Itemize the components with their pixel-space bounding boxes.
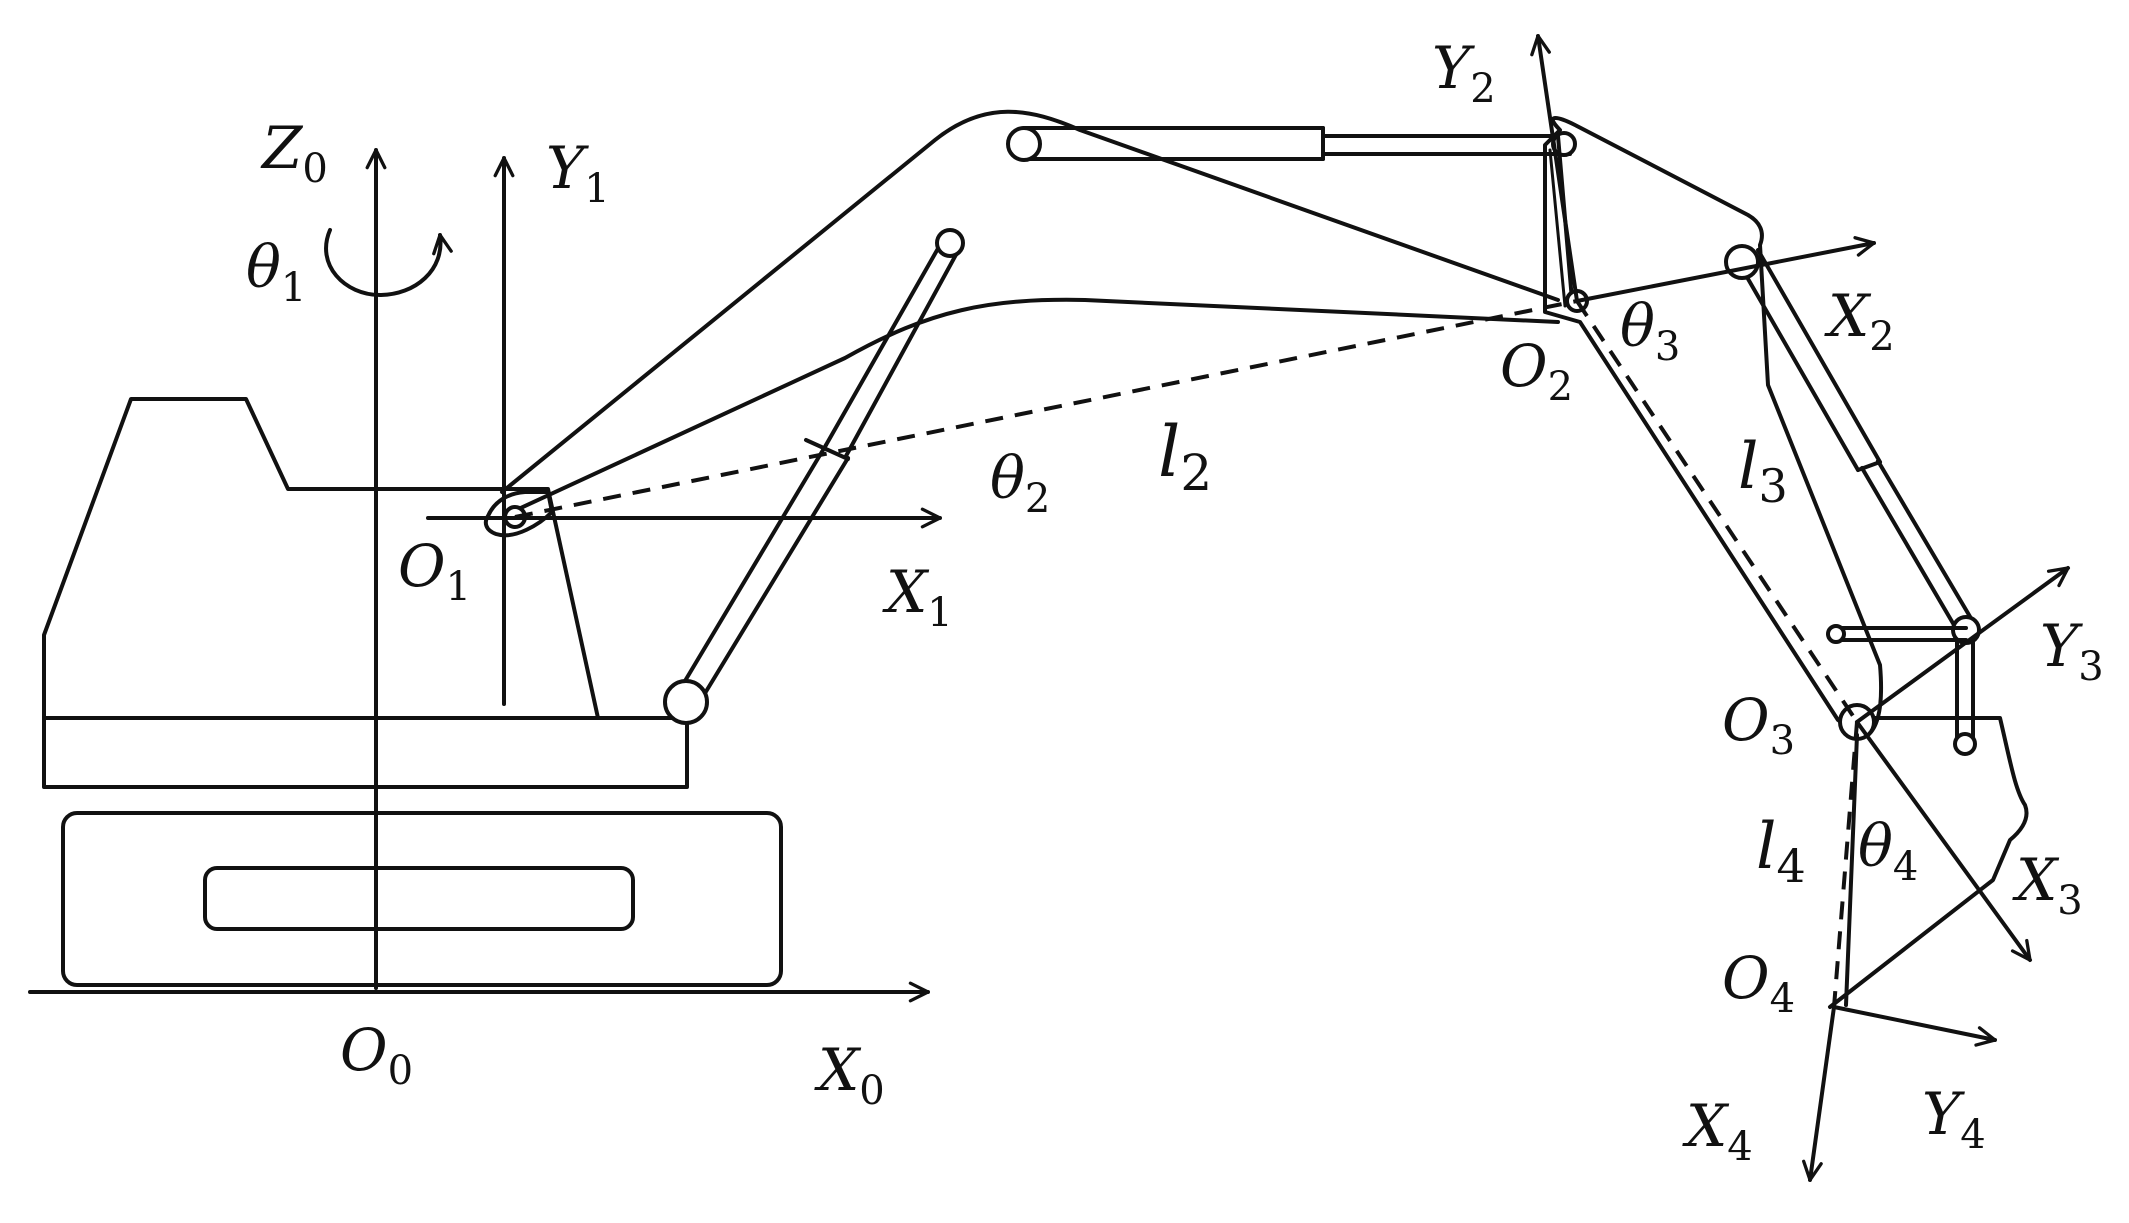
label-o2: O2 [1500,332,1573,410]
label-o4: O4 [1722,944,1795,1022]
theta1-rotation-arc [324,228,453,297]
label-x3: X3 [2012,846,2083,924]
label-o3: O3 [1722,686,1795,764]
label-y4: Y4 [1922,1080,1986,1158]
label-y3: Y3 [2040,612,2104,690]
excavator-base [42,397,783,987]
label-z0: Z0 [260,114,328,192]
stick-strut-2 [1548,148,1567,308]
bucket-cylinder-pin [1724,244,1760,280]
label-l2: l2 [1158,411,1212,502]
label-x4: X4 [1682,1092,1753,1170]
arm-cylinder-rear-pin [1006,126,1042,162]
label-o1: O1 [398,532,471,610]
l3-line [1575,299,1859,724]
axis-x3 [1855,720,2032,962]
label-y2: Y2 [1432,34,1496,112]
bucket-link-pin [1953,732,1977,756]
label-o0: O0 [340,1016,413,1094]
boom [483,109,1560,538]
frame-0-axes [28,148,930,1003]
label-l3: l3 [1738,430,1788,513]
boom-foot [483,490,554,538]
linkage-end-pin [1826,624,1846,644]
axis-y2 [1530,34,1579,303]
boom-cylinder [663,228,965,725]
frame-3-axes [1855,566,2070,962]
frame-4-axes [1802,1005,1997,1182]
axis-y4 [1832,1005,1997,1047]
boom-cylinder-base-pin [663,679,709,725]
l4-line [1832,721,1859,1008]
bucket [503,505,2029,1009]
l2-line [514,299,1578,519]
o4-solid-link [1844,733,1859,1007]
link-lines [514,299,1859,1008]
label-theta2: θ2 [990,444,1050,522]
axis-y3 [1855,566,2070,724]
track-frame [61,811,783,987]
label-theta1: θ1 [246,233,306,311]
boom-cylinder-top-pin [935,228,965,258]
label-l4: l4 [1756,810,1806,893]
boom-lower-edge [510,297,1560,514]
label-y1: Y1 [546,134,610,212]
label-theta3: θ3 [1620,292,1680,370]
bucket-shell [1828,716,2029,1009]
label-x2: X2 [1824,282,1895,360]
track-window [203,866,635,931]
frame-2-axes [1530,34,1876,303]
labels: Z0 θ1 Y1 O1 X1 θ2 l2 O0 X0 Y2 X2 θ3 O2 l… [246,34,2104,1170]
frame-1-axes [426,156,942,706]
label-theta4: θ4 [1858,812,1918,890]
axis-x2 [1575,236,1876,303]
label-x0: X0 [814,1036,885,1114]
bucket-cylinder [1724,244,1981,645]
label-x1: X1 [882,558,953,636]
cab-body [42,397,600,720]
boom-upper-edge [500,109,1560,494]
upper-deck [42,716,689,789]
axis-x4 [1802,1005,1836,1182]
